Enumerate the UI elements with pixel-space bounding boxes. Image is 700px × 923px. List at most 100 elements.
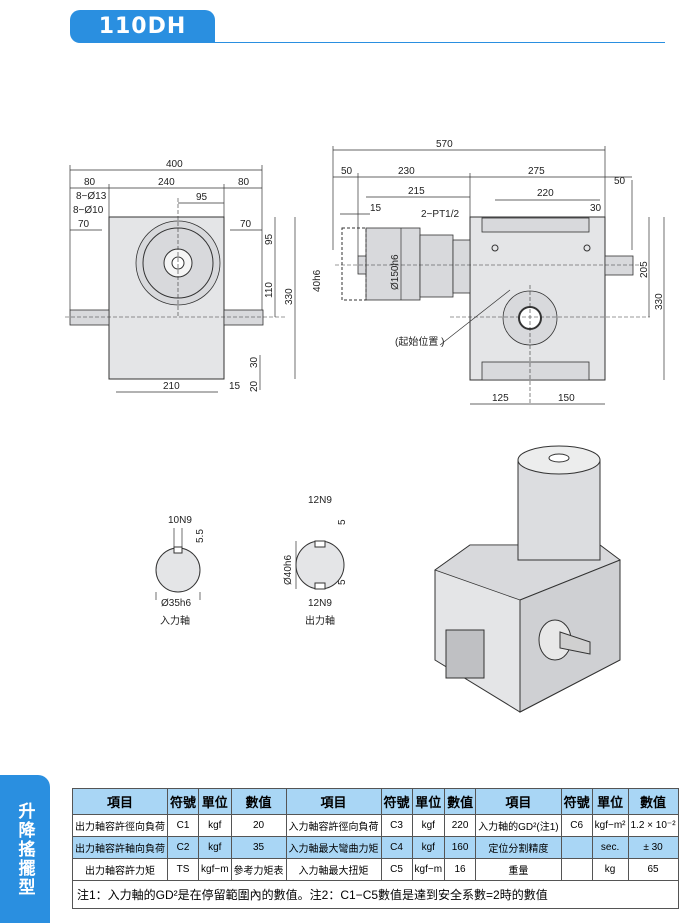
cell: 入力軸最大彎曲力矩 [285,836,382,859]
front-view: 400 80 240 80 8−Ø13 8−Ø10 95 70 70 95 11… [65,159,296,393]
input-key-width: 10N9 [168,515,192,526]
cell: kgf [198,814,232,837]
input-shaft-section: 10N9 5.5 Ø35h6 入力軸 [155,515,206,627]
dim-50-left: 50 [341,166,353,177]
dim-80-right: 80 [238,177,250,188]
col-header: 符號 [560,788,593,815]
dim-215: 215 [408,186,425,197]
dim-125: 125 [492,393,509,404]
dim-30-side: 30 [590,203,602,214]
dim-20: 20 [249,380,260,392]
isometric-view [434,445,621,713]
cell: ± 30 [627,836,679,859]
cell: C2 [166,836,200,859]
dim-95-v: 95 [264,233,275,245]
output-key-bottom: 12N9 [308,598,332,609]
col-header: 數值 [230,788,287,815]
dim-570: 570 [436,139,453,150]
dim-240: 240 [158,177,175,188]
dim-400: 400 [166,159,183,170]
col-header: 符號 [380,788,413,815]
cell: C6 [560,814,593,837]
cell: TS [166,858,200,881]
holes-13: 8−Ø13 [76,191,107,202]
category-tab: 升降搖擺型 [0,775,50,923]
title-divider [205,42,665,43]
cell: C1 [166,814,200,837]
cell: 出力軸容許徑向負荷 [72,814,168,837]
dim-40h6: 40h6 [312,269,323,292]
dim-dia-150: Ø150h6 [390,254,401,290]
dim-70-right: 70 [240,219,252,230]
cell: C5 [380,858,413,881]
cell: 參考力矩表 [230,858,287,881]
input-shaft-dia: Ø35h6 [161,598,191,609]
cell: 16 [444,858,477,881]
dim-15-front: 15 [229,381,241,392]
col-header: 數值 [627,788,679,815]
dim-330-front: 330 [284,288,295,305]
cell: kgf [411,836,446,859]
cell: 入力軸最大扭矩 [285,858,382,881]
cell: kgf−m [198,858,232,881]
cell: kgf−m [411,858,446,881]
cell [560,836,593,859]
spec-table: 項目 符號 單位 數值 項目 符號 單位 數值 項目 符號 單位 數值 出力軸容… [72,788,679,909]
dim-95-h: 95 [196,192,208,203]
dim-275: 275 [528,166,545,177]
cell [560,858,593,881]
note-row: 注1：入力軸的GD²是在停留範圍內的數值。注2：C1−C5數值是達到安全系數=2… [72,880,679,909]
cell: 35 [230,836,287,859]
dim-30-front: 30 [249,356,260,368]
cell: C4 [380,836,413,859]
dim-80-left: 80 [84,177,96,188]
cell: 1.2 × 10⁻² [627,814,679,837]
dim-110: 110 [264,282,275,298]
output-key-top: 12N9 [308,495,332,506]
dim-15-side: 15 [370,203,382,214]
col-header: 單位 [591,788,629,815]
cell: kgf [198,836,232,859]
port-label: 2−PT1/2 [421,209,460,220]
col-header: 項目 [72,788,168,815]
col-header: 數值 [444,788,477,815]
table-note: 注1：入力軸的GD²是在停留範圍內的數值。注2：C1−C5數值是達到安全系數=2… [72,880,679,909]
model-title: 110DH [70,10,215,43]
output-shaft-label: 出力軸 [305,614,335,627]
cell: 入力軸容許徑向負荷 [285,814,382,837]
col-header: 項目 [475,788,562,815]
dim-210: 210 [163,381,180,392]
cell: 定位分割精度 [475,836,562,859]
cell: 重量 [475,858,562,881]
dim-220: 220 [537,188,554,199]
category-label: 升降搖擺型 [15,801,35,897]
holes-10: 8−Ø10 [73,205,104,216]
output-shaft-section: 12N9 5 Ø40h6 5 12N9 出力軸 [283,495,348,627]
cell: kgf [411,814,446,837]
dim-70-left: 70 [78,219,90,230]
cell: 出力軸容許軸向負荷 [72,836,168,859]
dim-50-right: 50 [614,176,626,187]
dim-150: 150 [558,393,575,404]
col-header: 單位 [411,788,446,815]
cell: 20 [230,814,287,837]
dim-205: 205 [639,261,650,278]
cell: kg [591,858,629,881]
cell: 入力軸的GD²(注1) [475,814,562,837]
cell: 160 [444,836,477,859]
start-position-label: (起始位置 ) [395,335,444,348]
cell: kgf−m² [591,814,629,837]
cell: 65 [627,858,679,881]
col-header: 項目 [285,788,382,815]
output-shaft-dia: Ø40h6 [283,555,294,585]
output-depth-bottom: 5 [337,579,348,585]
dim-230: 230 [398,166,415,177]
cell: 220 [444,814,477,837]
cell: 出力軸容許力矩 [72,858,168,881]
col-header: 符號 [166,788,200,815]
